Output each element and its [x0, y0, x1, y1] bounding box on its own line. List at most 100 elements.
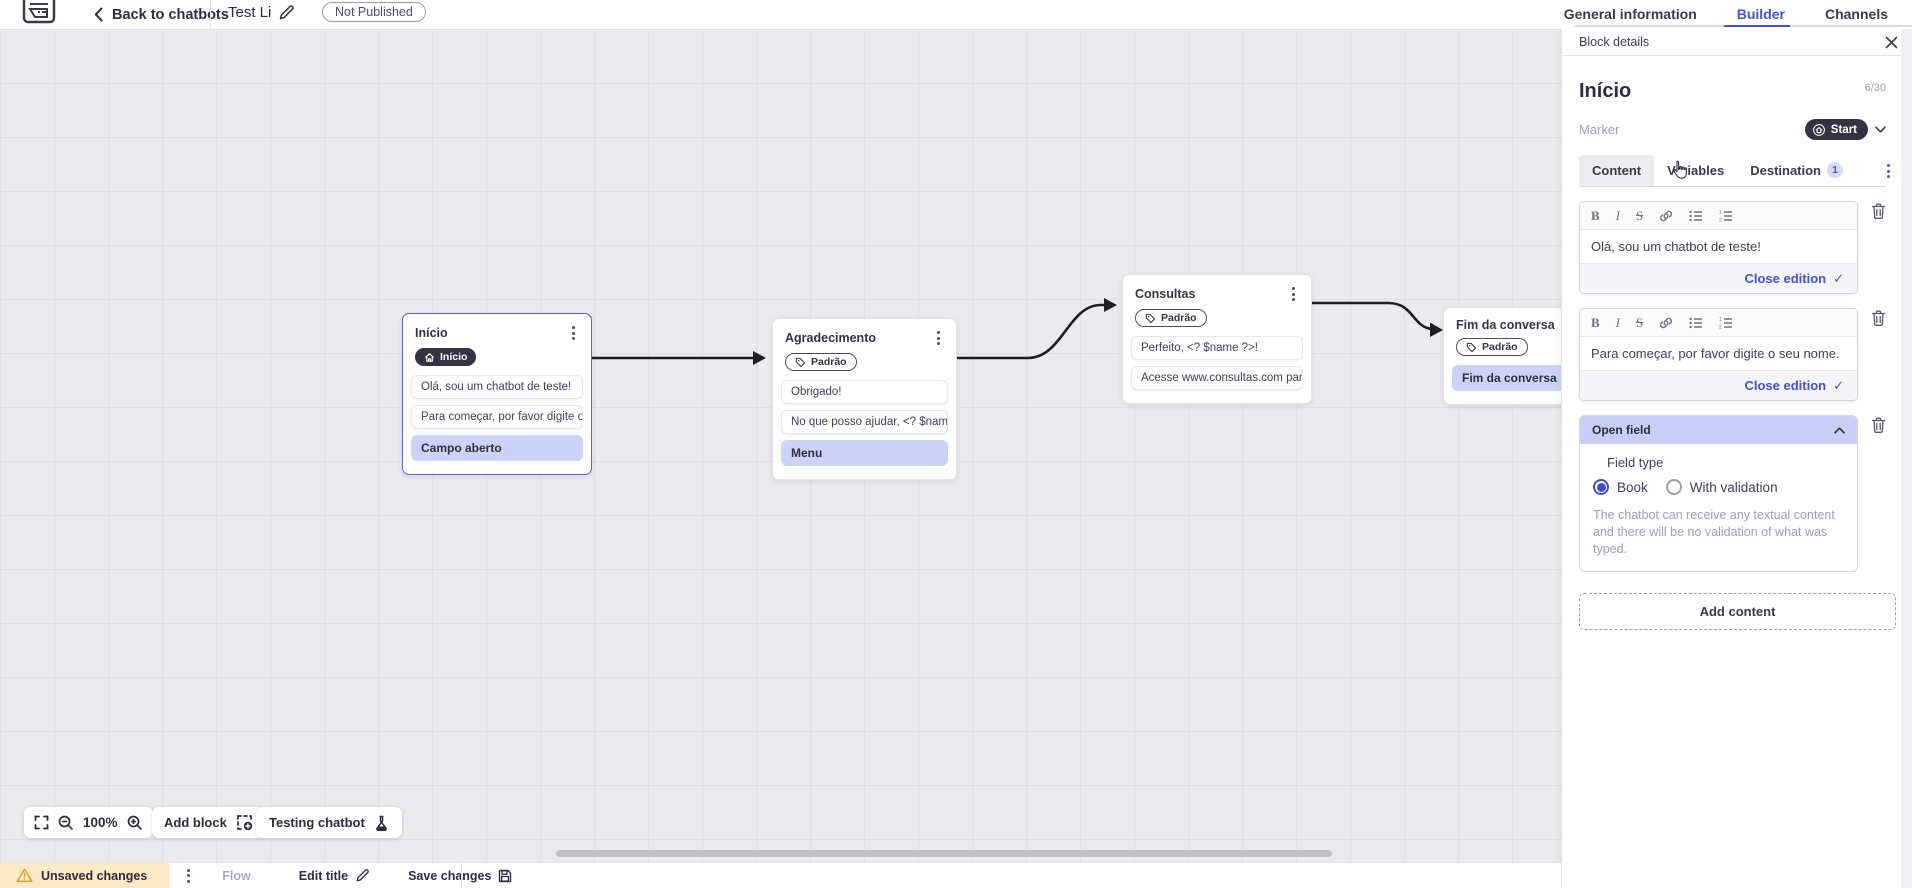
topbar: Back to chatbots Test Li Not Published G… — [0, 0, 1912, 29]
pencil-icon — [356, 869, 369, 882]
back-to-chatbots-button[interactable]: Back to chatbots — [94, 7, 229, 23]
unsaved-changes-indicator: Unsaved changes — [0, 862, 170, 888]
flow-breadcrumb: Flow — [222, 868, 251, 883]
close-edition-button[interactable]: Close edition ✓ — [1580, 263, 1857, 293]
statusbar-menu-icon[interactable] — [183, 867, 194, 885]
close-edition-button[interactable]: Close edition ✓ — [1580, 370, 1857, 400]
flow-canvas[interactable]: Início Início Olá, sou um chatbot de tes… — [0, 29, 1561, 888]
block-message[interactable]: Para começar, por favor digite o ... — [411, 404, 583, 429]
edit-chatbot-title-button[interactable] — [278, 4, 295, 21]
tab-channels[interactable]: Channels — [1824, 5, 1888, 22]
flow-block-agradecimento[interactable]: Agradecimento Padrão Obrigado! No que po… — [772, 318, 957, 480]
char-counter: 6/30 — [1864, 82, 1886, 94]
bold-icon[interactable]: B — [1591, 207, 1600, 223]
statusbar: Unsaved changes Flow Edit title Save cha… — [0, 862, 1561, 888]
block-menu-icon[interactable] — [568, 324, 579, 342]
block-menu-icon[interactable] — [1288, 285, 1299, 303]
block-message[interactable]: Obrigado! — [781, 379, 948, 404]
block-message[interactable]: Olá, sou um chatbot de teste! — [411, 374, 583, 399]
block-marker-badge: Padrão — [1456, 338, 1528, 356]
block-title: Fim da conversa — [1456, 318, 1555, 332]
horizontal-scrollbar[interactable] — [556, 850, 1332, 857]
topbar-divider — [210, 0, 211, 29]
panel-tabs-menu-icon[interactable] — [1883, 162, 1894, 180]
tab-general-information[interactable]: General information — [1563, 5, 1697, 22]
close-panel-button[interactable] — [1885, 36, 1898, 49]
check-icon: ✓ — [1833, 270, 1844, 286]
delete-content-button[interactable] — [1871, 310, 1886, 327]
flow-block-inicio[interactable]: Início Início Olá, sou um chatbot de tes… — [402, 313, 592, 475]
destination-count-badge: 1 — [1827, 162, 1844, 178]
home-icon — [424, 352, 435, 362]
chevron-down-icon — [1875, 126, 1886, 133]
italic-icon[interactable]: I — [1615, 207, 1621, 223]
open-field-section: Open field Field type Book Wi — [1579, 415, 1858, 572]
link-icon[interactable] — [1659, 316, 1673, 330]
open-field-header[interactable]: Open field — [1580, 416, 1857, 444]
zoom-out-button[interactable] — [58, 815, 74, 831]
topbar-tabs: General information Builder Channels — [1564, 0, 1888, 27]
block-end-row[interactable]: Fim da conversa — [1452, 364, 1561, 391]
block-menu-row[interactable]: Menu — [781, 439, 948, 466]
bullet-list-icon[interactable] — [1689, 317, 1703, 329]
trash-icon — [1871, 417, 1886, 433]
bold-icon[interactable]: B — [1591, 314, 1600, 330]
delete-content-button[interactable] — [1871, 417, 1886, 434]
zoom-out-icon — [58, 815, 73, 830]
radio-icon — [1593, 479, 1609, 495]
home-icon — [1812, 123, 1825, 136]
block-details-panel: Block details 6/30 Marker Start — [1561, 29, 1912, 888]
marker-select[interactable]: Start — [1804, 119, 1886, 140]
trash-icon — [1871, 310, 1886, 326]
radio-book[interactable]: Book — [1593, 479, 1648, 495]
block-message[interactable]: Perfeito, <? $name ?>! — [1131, 335, 1303, 360]
strikethrough-icon[interactable]: S — [1636, 314, 1644, 330]
panel-scrollbar[interactable] — [1901, 29, 1912, 888]
edit-title-button[interactable]: Edit title — [299, 868, 370, 883]
block-marker-badge: Início — [415, 348, 477, 366]
italic-icon[interactable]: I — [1615, 314, 1621, 330]
strikethrough-icon[interactable]: S — [1636, 207, 1644, 223]
tab-destination[interactable]: Destination 1 — [1737, 154, 1856, 186]
fullscreen-button[interactable] — [34, 815, 49, 830]
zoom-in-button[interactable] — [127, 815, 143, 831]
block-title: Início — [415, 326, 448, 340]
tag-icon — [795, 357, 806, 367]
testing-chatbot-button[interactable]: Testing chatbot — [256, 807, 402, 838]
tabs-underline — [1575, 25, 1912, 27]
bullet-list-icon[interactable] — [1689, 210, 1703, 222]
link-icon[interactable] — [1659, 209, 1673, 223]
flow-block-consultas[interactable]: Consultas Padrão Perfeito, <? $name ?>! … — [1122, 274, 1312, 404]
message-text-input[interactable]: Olá, sou um chatbot de teste! — [1591, 239, 1761, 254]
zoom-level: 100% — [83, 815, 118, 830]
add-content-button[interactable]: Add content — [1579, 593, 1896, 630]
fullscreen-icon — [34, 815, 49, 830]
delete-content-button[interactable] — [1871, 203, 1886, 220]
radio-with-validation[interactable]: With validation — [1665, 479, 1778, 495]
tab-content[interactable]: Content — [1579, 155, 1655, 186]
check-icon: ✓ — [1833, 377, 1844, 393]
trash-icon — [1871, 203, 1886, 219]
statusbar-divider — [461, 863, 462, 888]
block-message[interactable]: Acesse www.consultas.com par... — [1131, 365, 1303, 390]
chevron-left-icon — [94, 7, 103, 22]
add-block-button[interactable]: Add block — [152, 807, 265, 838]
flask-icon — [375, 815, 387, 831]
message-text-input[interactable]: Para começar, por favor digite o seu nom… — [1591, 346, 1840, 361]
publish-status-badge: Not Published — [322, 2, 426, 22]
tab-variables[interactable]: Variables — [1667, 163, 1725, 178]
zoom-in-icon — [127, 815, 142, 830]
block-menu-icon[interactable] — [933, 329, 944, 347]
chevron-up-icon — [1834, 426, 1845, 434]
flow-block-fim-da-conversa[interactable]: Fim da conversa Padrão Fim da conversa — [1443, 307, 1561, 405]
testing-chatbot-label: Testing chatbot — [269, 815, 365, 830]
block-open-field-row[interactable]: Campo aberto — [411, 434, 583, 461]
tab-builder[interactable]: Builder — [1736, 5, 1785, 22]
block-name-input[interactable] — [1579, 80, 1799, 103]
block-message[interactable]: No que posso ajudar, <? $name ... — [781, 409, 948, 434]
save-changes-button[interactable]: Save changes — [408, 869, 512, 883]
